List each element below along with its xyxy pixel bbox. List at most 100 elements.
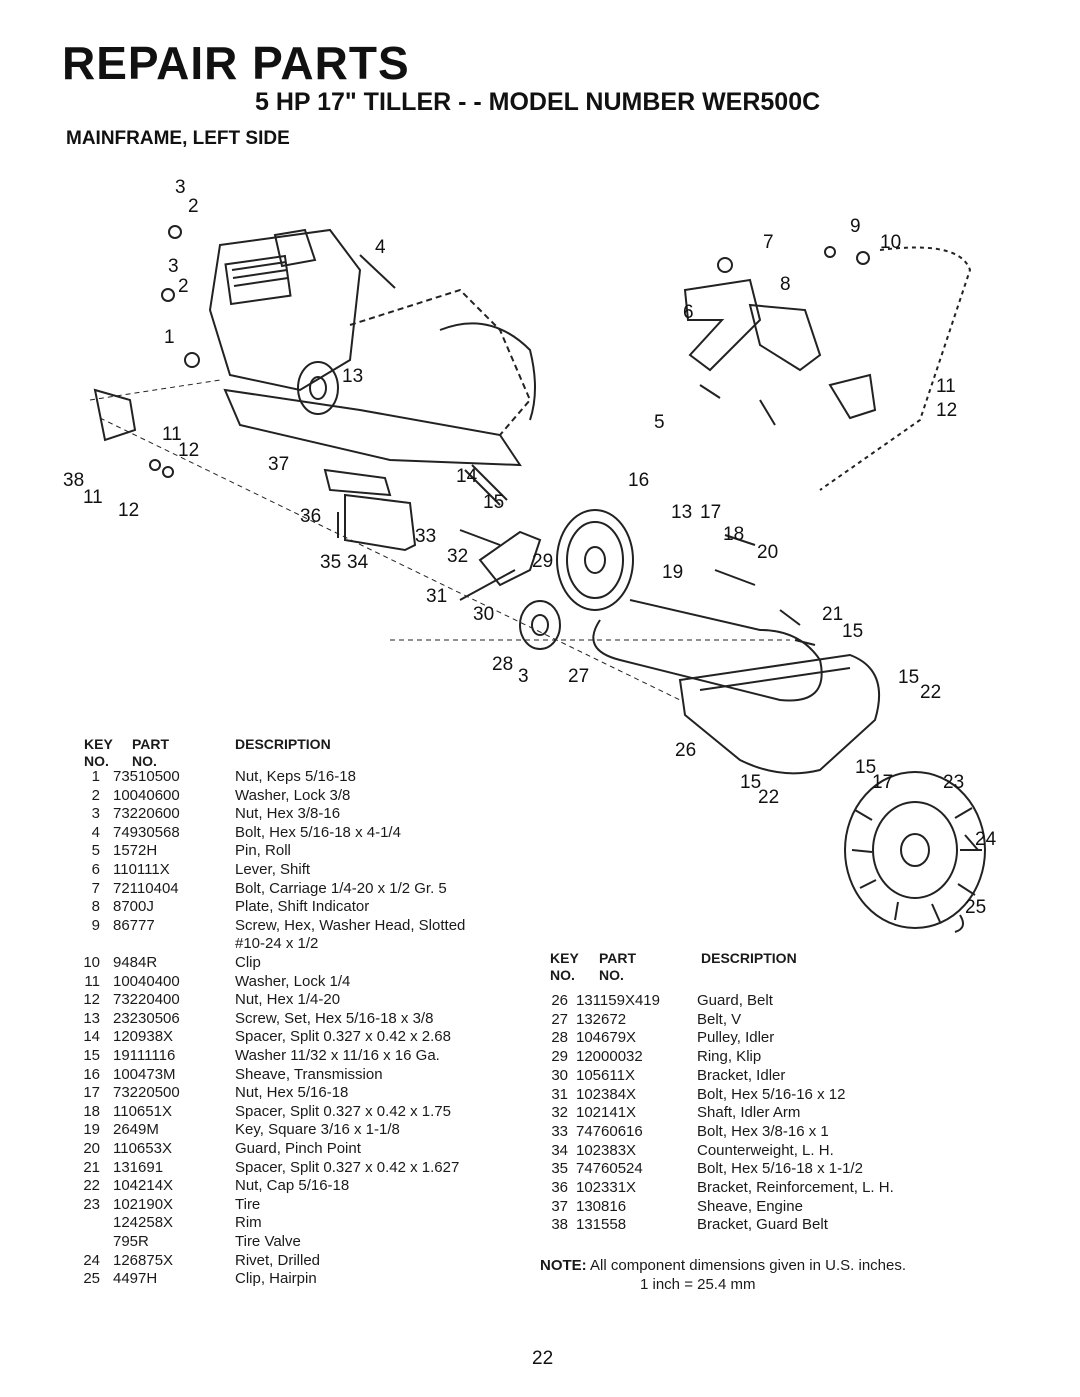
part-description: Bolt, Hex 3/8-16 x 1 <box>697 1122 829 1140</box>
part-description: Spacer, Split 0.327 x 0.42 x 2.68 <box>235 1028 451 1046</box>
part-description: Shaft, Idler Arm <box>697 1104 801 1122</box>
part-description: Pulley, Idler <box>697 1029 775 1047</box>
transmission-sheave <box>556 509 634 611</box>
part-number: 2649M <box>113 1121 159 1139</box>
part-number: 131691 <box>113 1158 164 1176</box>
part-number: 120938X <box>113 1028 174 1046</box>
part-number: 132672 <box>576 1010 627 1028</box>
part-key-number: 3 <box>91 805 100 823</box>
idler-pulley <box>519 600 561 650</box>
part-description: Tire <box>235 1195 261 1213</box>
part-key-number: 28 <box>551 1029 568 1047</box>
part-description: Bolt, Hex 5/16-18 x 4-1/4 <box>235 823 401 841</box>
section-heading: MAINFRAME, LEFT SIDE <box>66 128 290 149</box>
tire <box>844 771 986 929</box>
part-number: 19111116 <box>113 1047 176 1064</box>
part-key-number: 18 <box>83 1102 100 1120</box>
part-description: Guard, Belt <box>697 992 773 1009</box>
callout: 19 <box>662 562 683 583</box>
callout: 14 <box>456 466 478 487</box>
callout: 11 <box>936 376 956 397</box>
rim <box>872 801 958 899</box>
callout: 38 <box>63 470 84 491</box>
callout: 34 <box>347 552 369 573</box>
page-title: REPAIR PARTS <box>62 37 410 89</box>
model-subtitle: 5 HP 17" TILLER - - MODEL NUMBER WER500C <box>255 88 821 116</box>
header-part-line2: NO. <box>599 967 624 983</box>
shift-clip-bracket <box>828 373 877 420</box>
callout: 22 <box>920 682 941 703</box>
part-description: Spacer, Split 0.327 x 0.42 x 1.627 <box>235 1158 460 1176</box>
callout: 32 <box>447 546 468 567</box>
v-belt <box>592 599 823 702</box>
part-key-number: 13 <box>83 1009 100 1027</box>
callout: 33 <box>415 526 436 547</box>
guard-belt-bracket <box>93 388 137 442</box>
part-number: 73510500 <box>113 768 180 785</box>
part-number: 130816 <box>576 1197 627 1215</box>
callout: 29 <box>532 551 553 572</box>
part-key-number: 22 <box>83 1177 100 1195</box>
part-description: Washer, Lock 1/4 <box>235 972 351 990</box>
column-header-part: PART NO. <box>132 736 169 770</box>
column-header-description: DESCRIPTION <box>701 950 797 966</box>
part-number: 100473M <box>113 1065 176 1083</box>
part-number: 795R <box>113 1233 149 1250</box>
callout: 9 <box>850 216 861 237</box>
part-key-number: 29 <box>551 1048 568 1066</box>
part-description: Pin, Roll <box>235 842 291 860</box>
long-bolt <box>459 569 516 601</box>
hairpin-clip <box>954 914 965 933</box>
note-line2: 1 inch = 25.4 mm <box>640 1276 756 1293</box>
part-key-number: 12 <box>83 991 100 1009</box>
counterweight <box>344 493 417 552</box>
callout: 1 <box>164 327 175 348</box>
callout: 31 <box>426 586 447 607</box>
part-description: Washer 11/32 x 11/16 x 16 Ga. <box>235 1047 440 1064</box>
header-key-line1: KEY <box>84 736 113 752</box>
idler-shaft <box>459 529 501 546</box>
callout: 3 <box>518 666 529 687</box>
shift-lever <box>683 278 762 372</box>
callout: 15 <box>483 492 504 513</box>
part-key-number: 24 <box>83 1251 100 1269</box>
callout: 13 <box>342 366 363 387</box>
callout: 27 <box>568 666 589 687</box>
header-part-line1: PART <box>132 736 170 752</box>
header-part-line2: NO. <box>132 753 157 769</box>
part-key-number: 23 <box>83 1195 100 1213</box>
callout: 22 <box>758 787 779 808</box>
part-number: 73220400 <box>113 991 180 1009</box>
part-number: 131558 <box>576 1216 627 1234</box>
part-description: Guard, Pinch Point <box>235 1140 361 1157</box>
part-number: 104214X <box>113 1177 174 1195</box>
part-key-number: 32 <box>551 1104 568 1122</box>
part-description: Tire Valve <box>235 1233 301 1250</box>
part-key-number: 33 <box>551 1122 568 1140</box>
callout: 2 <box>188 196 199 217</box>
part-key-number: 1 <box>91 768 100 785</box>
part-description: Washer, Lock 3/8 <box>235 786 351 804</box>
part-number: 102384X <box>576 1085 637 1103</box>
callout: 2 <box>178 276 189 297</box>
callout: 35 <box>320 552 341 573</box>
leader-lines <box>89 379 790 701</box>
part-key-number: 20 <box>83 1140 100 1157</box>
exploded-parts-diagram: 3 2 3 2 1 4 13 11 12 38 11 12 37 36 35 3… <box>63 177 997 933</box>
part-number: 74930568 <box>113 823 180 841</box>
callout: 12 <box>118 500 139 521</box>
part-key-number: 2 <box>91 786 100 804</box>
part-number: 74760524 <box>576 1160 643 1178</box>
part-key-number: 31 <box>551 1085 568 1103</box>
part-key-number: 26 <box>551 992 568 1009</box>
part-key-number: 14 <box>83 1028 100 1046</box>
callout: 23 <box>943 772 964 793</box>
callout: 6 <box>683 302 694 323</box>
reinforcement-bracket <box>323 468 392 497</box>
part-description: Bracket, Reinforcement, L. H. <box>697 1179 894 1196</box>
callout: 16 <box>628 470 649 491</box>
note-line1: All component dimensions given in U.S. i… <box>590 1257 907 1274</box>
part-key-number: 34 <box>551 1141 568 1159</box>
part-description: Nut, Hex 3/8-16 <box>235 805 341 823</box>
part-description: Rivet, Drilled <box>235 1251 321 1269</box>
